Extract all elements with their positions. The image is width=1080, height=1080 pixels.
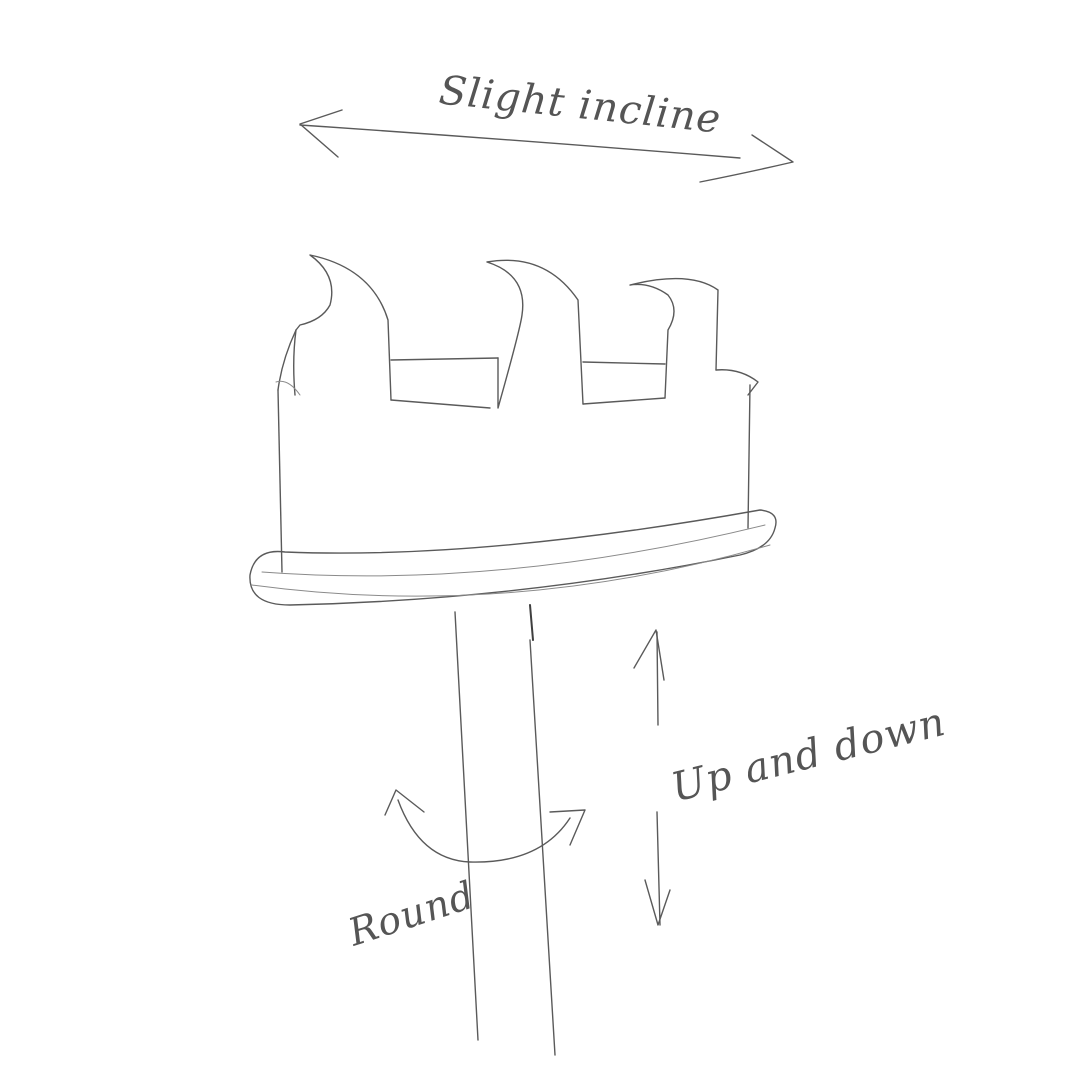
claw-holder — [276, 255, 758, 572]
pole — [455, 605, 555, 1055]
slight-incline-label: Slight incline — [437, 67, 723, 142]
base-plate — [250, 510, 776, 605]
up-and-down-label: Up and down — [667, 699, 950, 812]
round-label: Round — [342, 873, 480, 955]
up-down-arrow-icon — [634, 630, 670, 925]
rotation-arrow-icon — [385, 790, 585, 862]
